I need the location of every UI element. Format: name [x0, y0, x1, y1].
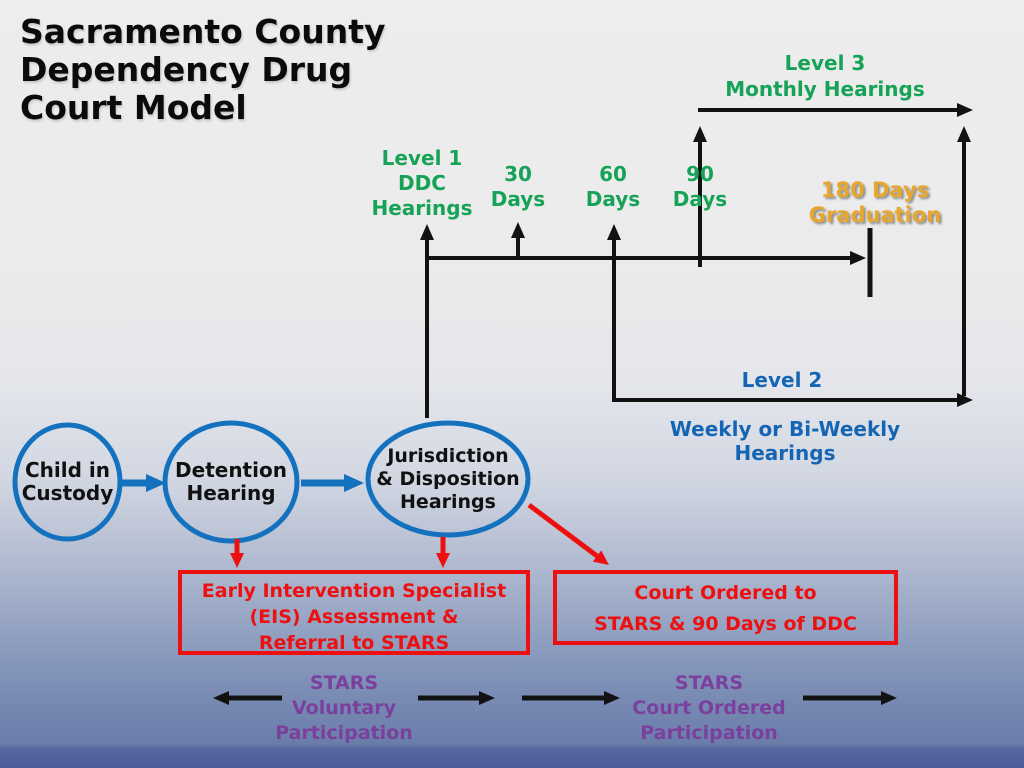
day60-line: 60 — [599, 162, 627, 186]
child-in-custody-label: Child in Custody — [11, 459, 124, 505]
level3-label: Level 3 Monthly Hearings — [696, 50, 954, 102]
eis-box-line: Referral to STARS — [258, 632, 450, 654]
ellipse-text-line: Hearings — [400, 491, 496, 513]
stars-voluntary-line: STARS — [309, 672, 379, 694]
detention-hearing-label: Detention Hearing — [165, 459, 297, 505]
level1-line: Hearings — [371, 196, 473, 220]
level1-label: Level 1 DDC Hearings — [342, 146, 502, 221]
court-box-line: Court Ordered to — [634, 582, 817, 604]
level1-line: DDC — [398, 171, 446, 195]
stars-voluntary-label: STARS Voluntary Participation — [244, 671, 444, 746]
stars-court-line: Court Ordered — [632, 697, 786, 719]
eis-referral-box: Early Intervention Specialist (EIS) Asse… — [178, 570, 530, 655]
day90-label: 90 Days — [656, 162, 744, 212]
eis-box-line: Early Intervention Specialist — [201, 580, 507, 602]
court-box-line: STARS & 90 Days of DDC — [594, 613, 857, 635]
slide-title-line: Dependency Drug — [20, 50, 353, 89]
stars-voluntary-line: Voluntary — [292, 697, 396, 719]
level3-line: Monthly Hearings — [725, 77, 925, 101]
jurisdiction-ellipse — [365, 420, 531, 538]
stars-court-ordered-label: STARS Court Ordered Participation — [609, 671, 809, 746]
stars-voluntary-line: Participation — [275, 722, 413, 744]
day90-line: Days — [672, 187, 728, 211]
ellipse-text-line: Hearing — [186, 481, 276, 505]
day60-label: 60 Days — [571, 162, 655, 212]
level2-sub-line: Hearings — [734, 441, 836, 465]
slide-title-line: Court Model — [20, 88, 247, 127]
jurisdiction-to-court-ordered-arrow — [527, 503, 609, 565]
level2-sub-line: Weekly or Bi-Weekly — [669, 417, 901, 441]
graduation-line: 180 Days — [820, 178, 930, 202]
ellipse-text-line: Custody — [21, 481, 114, 505]
court-ordered-box: Court Ordered to STARS & 90 Days of DDC — [553, 570, 898, 645]
ellipse-text-line: Child in — [25, 458, 110, 482]
day30-line: Days — [490, 187, 546, 211]
graduation-label: 180 Days Graduation — [765, 178, 985, 228]
jurisdiction-label: Jurisdiction & Disposition Hearings — [368, 445, 528, 514]
slide-title: Sacramento County Dependency Drug Court … — [20, 13, 460, 127]
stars-court-line: Participation — [640, 722, 778, 744]
level3-line: Level 3 — [784, 51, 866, 75]
day30-line: 30 — [504, 162, 532, 186]
day30-label: 30 Days — [476, 162, 560, 212]
level2-label: Level 2 — [741, 368, 823, 392]
ellipse-text-line: & Disposition — [376, 468, 520, 490]
day60-line: Days — [585, 187, 641, 211]
ellipse-text-line: Jurisdiction — [387, 445, 509, 467]
ellipse-text-line: Detention — [175, 458, 287, 482]
stars-court-line: STARS — [674, 672, 744, 694]
eis-box-line: (EIS) Assessment & — [249, 606, 459, 628]
level1-line: Level 1 — [381, 146, 463, 170]
child-in-custody-ellipse — [12, 422, 123, 542]
slide-title-line: Sacramento County — [20, 12, 386, 51]
day90-line: 90 — [686, 162, 714, 186]
graduation-line: Graduation — [808, 203, 942, 227]
level2-sub-label: Weekly or Bi-Weekly Hearings — [657, 417, 913, 465]
